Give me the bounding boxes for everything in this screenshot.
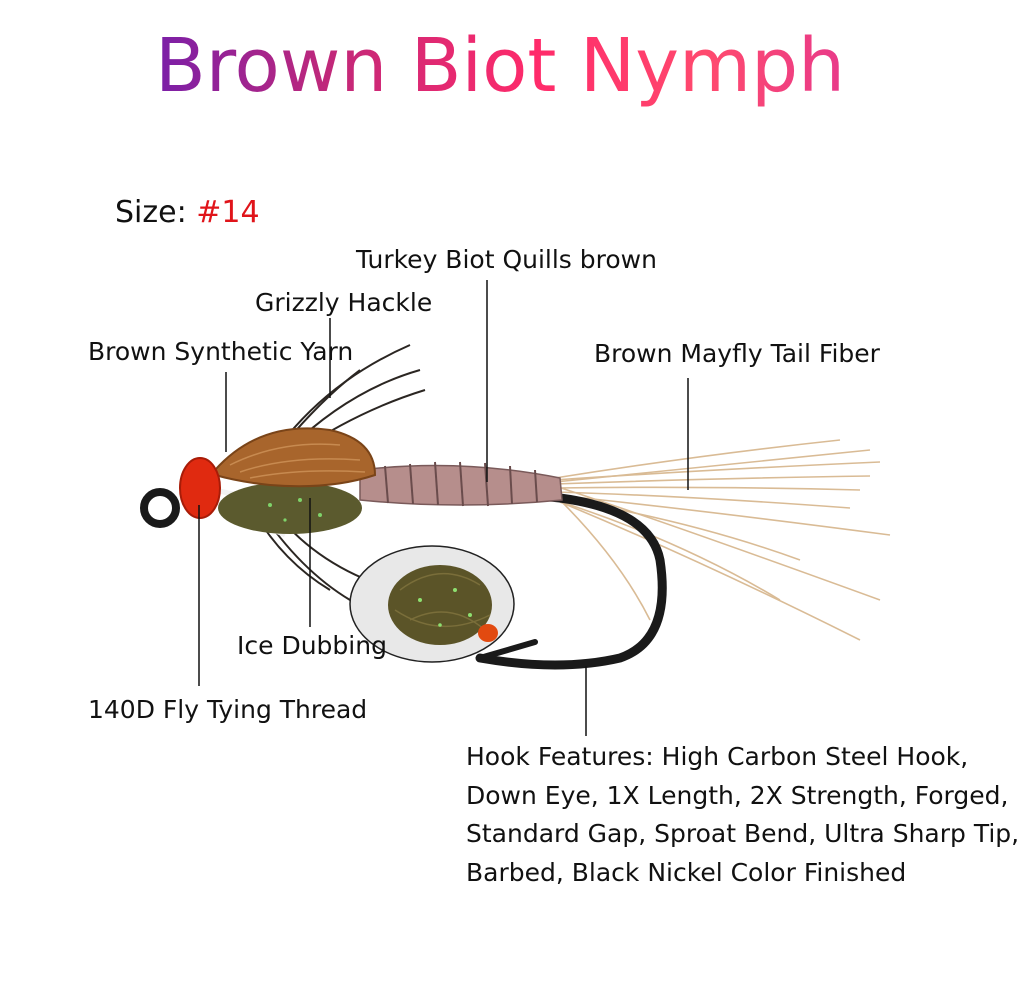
hook-features-line: Hook Features: High Carbon Steel Hook, [466, 742, 969, 771]
label-synthetic-yarn: Brown Synthetic Yarn [88, 337, 354, 366]
hook-features-line: Down Eye, 1X Length, 2X Strength, Forged… [466, 780, 1009, 810]
size-label: Size: [115, 195, 187, 230]
label-ice-dubbing: Ice Dubbing [237, 631, 387, 660]
hook-features-line: Barbed, Black Nickel Color Finished [466, 857, 907, 887]
ice-dubbing-sparkles [268, 498, 322, 522]
hook-features: Hook Features: High Carbon Steel Hook, D… [466, 738, 1019, 892]
size-value: #14 [196, 195, 260, 230]
mayfly-tail-fibers [554, 439, 891, 641]
ice-dubbing-inset [349, 545, 515, 663]
synthetic-yarn-wingcase [214, 427, 377, 488]
thread-head [179, 457, 221, 519]
label-turkey-biot: Turkey Biot Quills brown [356, 245, 657, 274]
label-grizzly-hackle: Grizzly Hackle [255, 288, 433, 317]
size-spec: Size: #14 [115, 196, 260, 229]
page-title: Brown Biot Nymph [154, 23, 846, 109]
label-mayfly-tail: Brown Mayfly Tail Fiber [594, 339, 880, 368]
ice-dubbing-thorax [218, 482, 362, 534]
biot-abdomen [359, 461, 563, 507]
leader-lines [198, 280, 689, 736]
hook-features-line: Standard Gap, Sproat Bend, Ultra Sharp T… [466, 819, 1019, 848]
hook [140, 475, 667, 670]
yarn-texture [229, 443, 366, 479]
label-thread: 140D Fly Tying Thread [88, 695, 368, 724]
